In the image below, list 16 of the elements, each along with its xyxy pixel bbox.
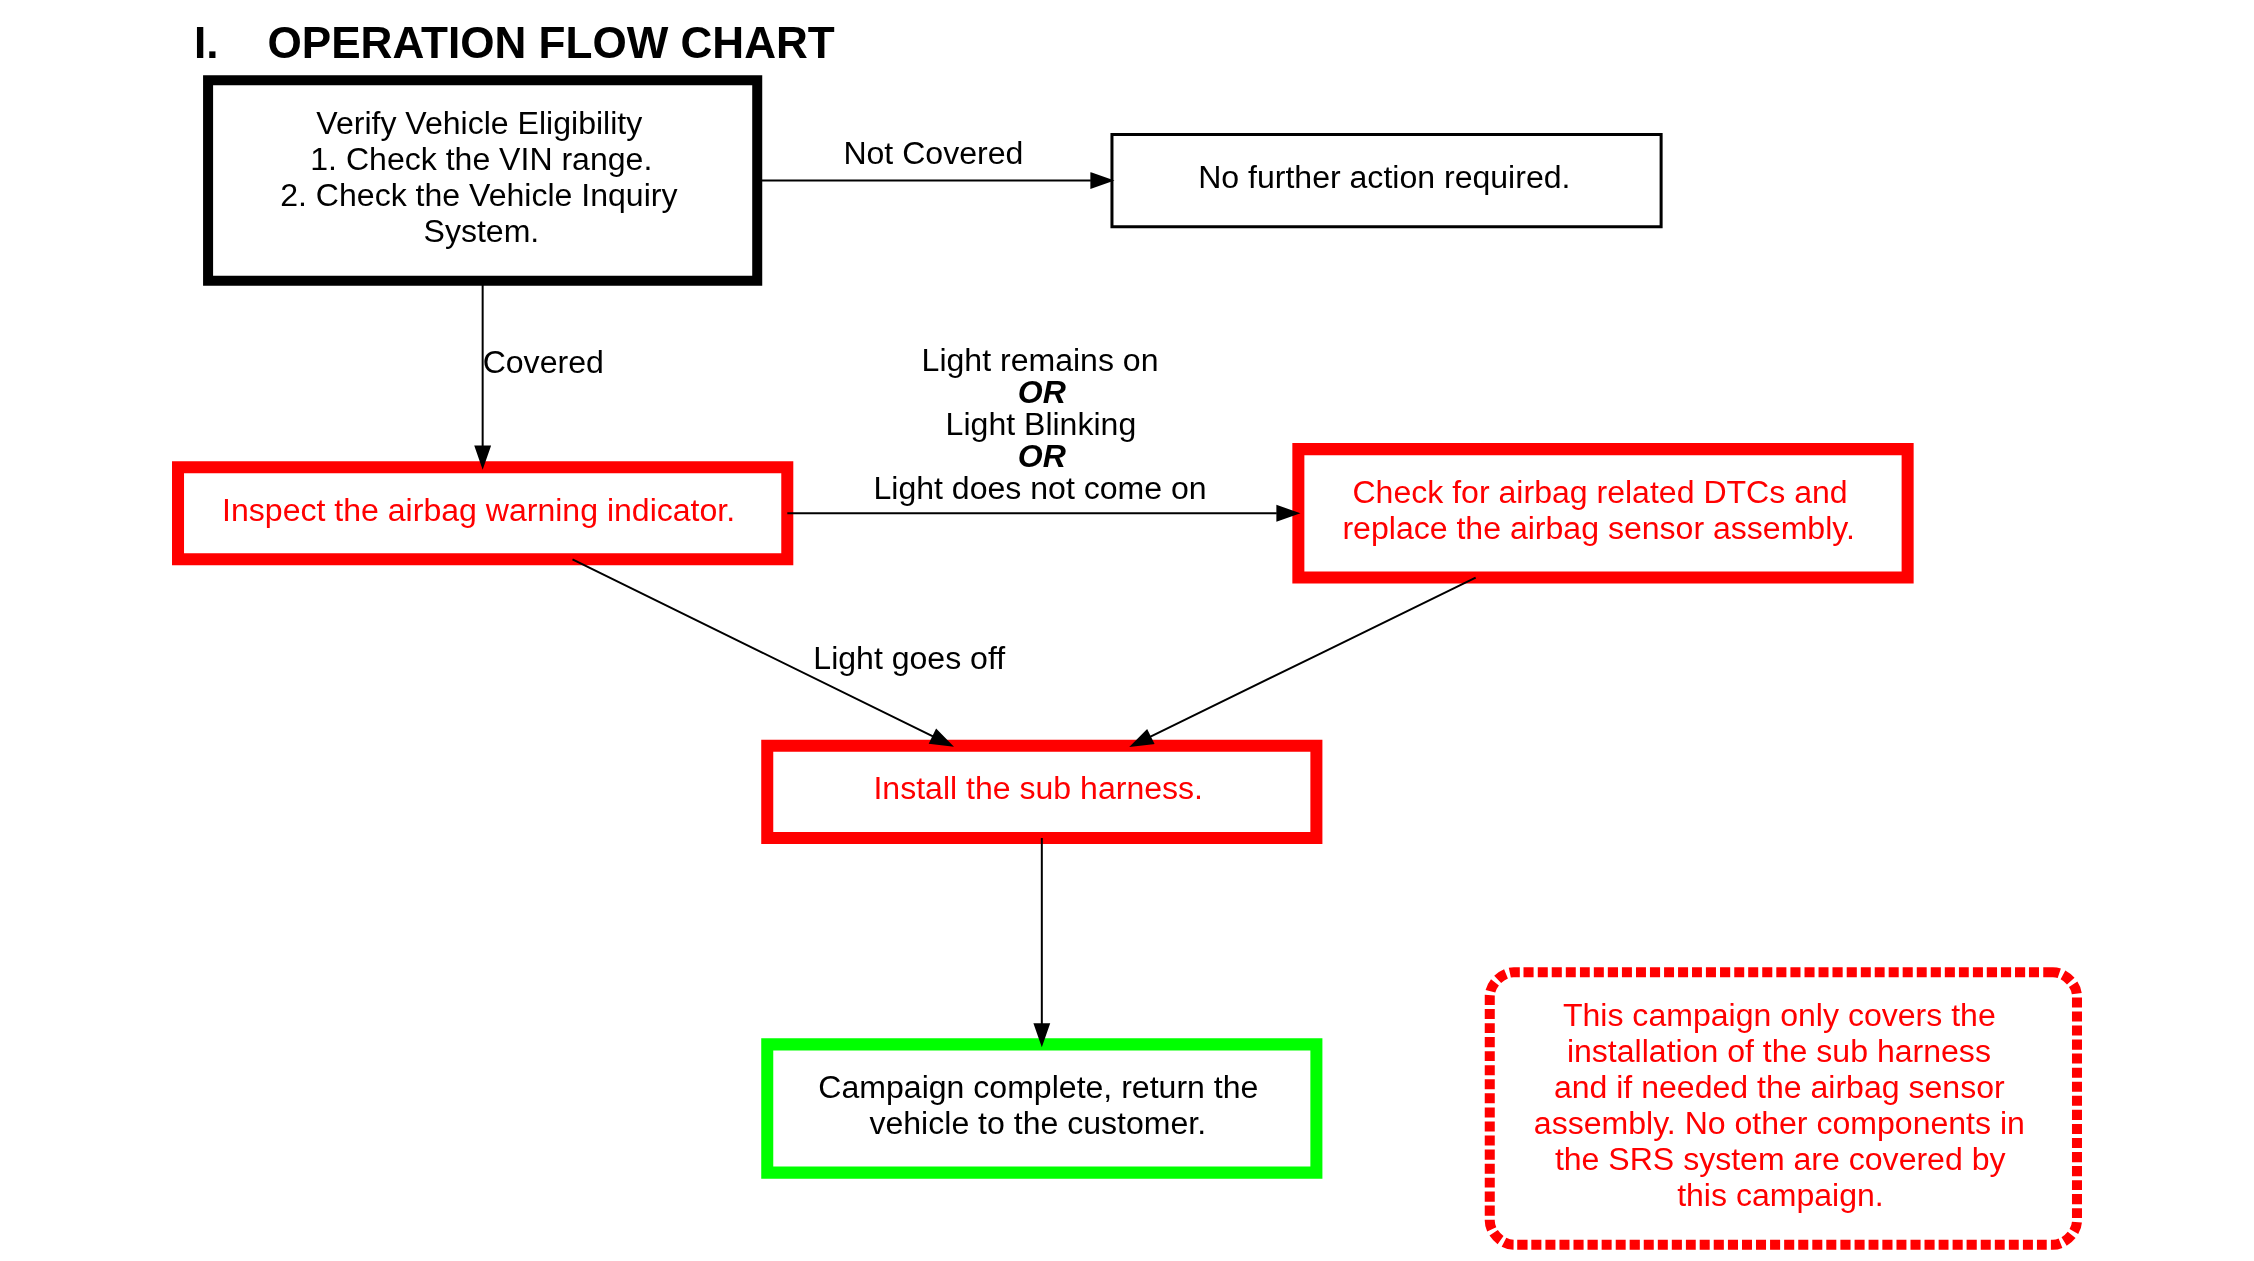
node-box: Install the sub harness.	[760, 739, 1322, 844]
node-box: Check for airbag related DTCs and replace the airbag sensor assembly.	[1291, 443, 1914, 584]
diagram-title: I. OPERATION FLOW CHART	[193, 17, 835, 67]
arrow	[1128, 576, 1477, 748]
node-box: This campaign only covers the installation of the sub harness and if needed the airbag sensor assembly. No other components in the SRS system are covered by this campaign.	[1484, 967, 2082, 1250]
node-box: Verify Vehicle Eligibility 1. Check the VIN range. 2. Check the Vehicle Inquiry System.	[202, 75, 762, 286]
edge-label: Covered	[482, 343, 604, 380]
edge-label: Not Covered	[842, 135, 1023, 172]
arrow	[571, 558, 954, 747]
edge-label: Light remains on OR Light Blinking OR Light does not come on	[872, 341, 1207, 506]
arrow	[1032, 836, 1050, 1048]
node-box: No further action required.	[1109, 132, 1663, 229]
node-box: Inspect the airbag warning indicator.	[171, 461, 793, 566]
node-box: Campaign complete, return the vehicle to the customer.	[760, 1038, 1322, 1179]
edge-label: Light goes off	[812, 640, 1005, 677]
arrow	[785, 504, 1300, 522]
